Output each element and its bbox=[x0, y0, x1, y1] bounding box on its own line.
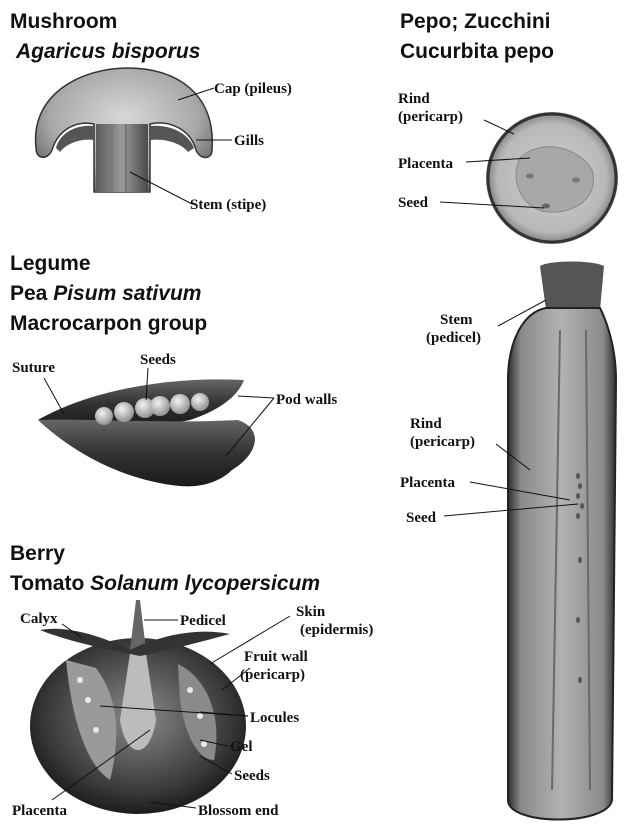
label-rind-long-1: Rind bbox=[410, 416, 442, 432]
label-seeds: Seeds bbox=[140, 352, 176, 368]
label-stem: Stem (stipe) bbox=[190, 197, 266, 213]
label-pod-walls: Pod walls bbox=[276, 392, 337, 408]
label-rind-cross-1: Rind bbox=[398, 91, 430, 107]
zucchini-seed bbox=[580, 503, 584, 509]
pea-seed bbox=[150, 396, 170, 416]
label-seeds-tomato: Seeds bbox=[234, 768, 270, 784]
label-gills: Gills bbox=[234, 133, 264, 149]
label-pedicel: Pedicel bbox=[180, 613, 226, 629]
pea-seed bbox=[191, 393, 209, 411]
label-skin-1: Skin bbox=[296, 604, 326, 620]
label-rind-long-2: (pericarp) bbox=[410, 434, 475, 450]
tomato-seed bbox=[85, 697, 91, 703]
zucchini-seed bbox=[578, 557, 582, 563]
tomato-seed bbox=[93, 727, 99, 733]
tomato-seed bbox=[77, 677, 83, 683]
zucchini-body bbox=[508, 308, 616, 820]
tomato-illustration bbox=[30, 600, 246, 814]
zucchini-cross-section bbox=[486, 112, 618, 244]
mushroom-stem-shape bbox=[96, 124, 148, 192]
leader-pod-walls-1 bbox=[238, 396, 274, 398]
label-placenta: Placenta bbox=[12, 803, 67, 819]
label-stem-long-1: Stem bbox=[440, 312, 473, 328]
leader-rind-cross bbox=[484, 120, 514, 134]
zucchini-seed bbox=[576, 473, 580, 479]
tomato-pedicel-shape bbox=[130, 600, 146, 650]
zucchini-seed bbox=[578, 677, 582, 683]
label-suture: Suture bbox=[12, 360, 55, 376]
leader-suture bbox=[44, 378, 64, 414]
tomato-seed bbox=[201, 741, 207, 747]
label-gel: Gel bbox=[230, 739, 253, 755]
pea-seed bbox=[95, 407, 113, 425]
label-blossom-end: Blossom end bbox=[198, 803, 279, 819]
zucchini-slice-seed bbox=[572, 178, 580, 183]
label-rind-cross-2: (pericarp) bbox=[398, 109, 463, 125]
label-locules: Locules bbox=[250, 710, 299, 726]
mushroom-illustration bbox=[36, 68, 213, 192]
zucchini-seed bbox=[576, 493, 580, 499]
label-calyx: Calyx bbox=[20, 611, 58, 627]
label-placenta-long: Placenta bbox=[400, 475, 455, 491]
zucchini-longitudinal bbox=[508, 262, 616, 820]
label-seed-cross: Seed bbox=[398, 195, 429, 211]
label-cap: Cap (pileus) bbox=[214, 81, 292, 97]
label-stem-long-2: (pedicel) bbox=[426, 330, 481, 346]
pea-seed bbox=[114, 402, 134, 422]
zucchini-seed bbox=[576, 617, 580, 623]
tomato-seed bbox=[197, 713, 203, 719]
label-seed-long: Seed bbox=[406, 510, 437, 526]
label-skin-2: (epidermis) bbox=[300, 622, 373, 638]
zucchini-seed bbox=[576, 513, 580, 519]
tomato-seed bbox=[187, 687, 193, 693]
zucchini-stem-shape bbox=[540, 262, 604, 311]
pod-lower-half bbox=[38, 420, 255, 487]
pea-seed bbox=[170, 394, 190, 414]
label-fruit-wall-1: Fruit wall bbox=[244, 649, 308, 665]
zucchini-seed bbox=[578, 483, 582, 489]
label-fruit-wall-2: (pericarp) bbox=[240, 667, 305, 683]
label-placenta-cross: Placenta bbox=[398, 156, 453, 172]
zucchini-slice-seed bbox=[526, 174, 534, 179]
